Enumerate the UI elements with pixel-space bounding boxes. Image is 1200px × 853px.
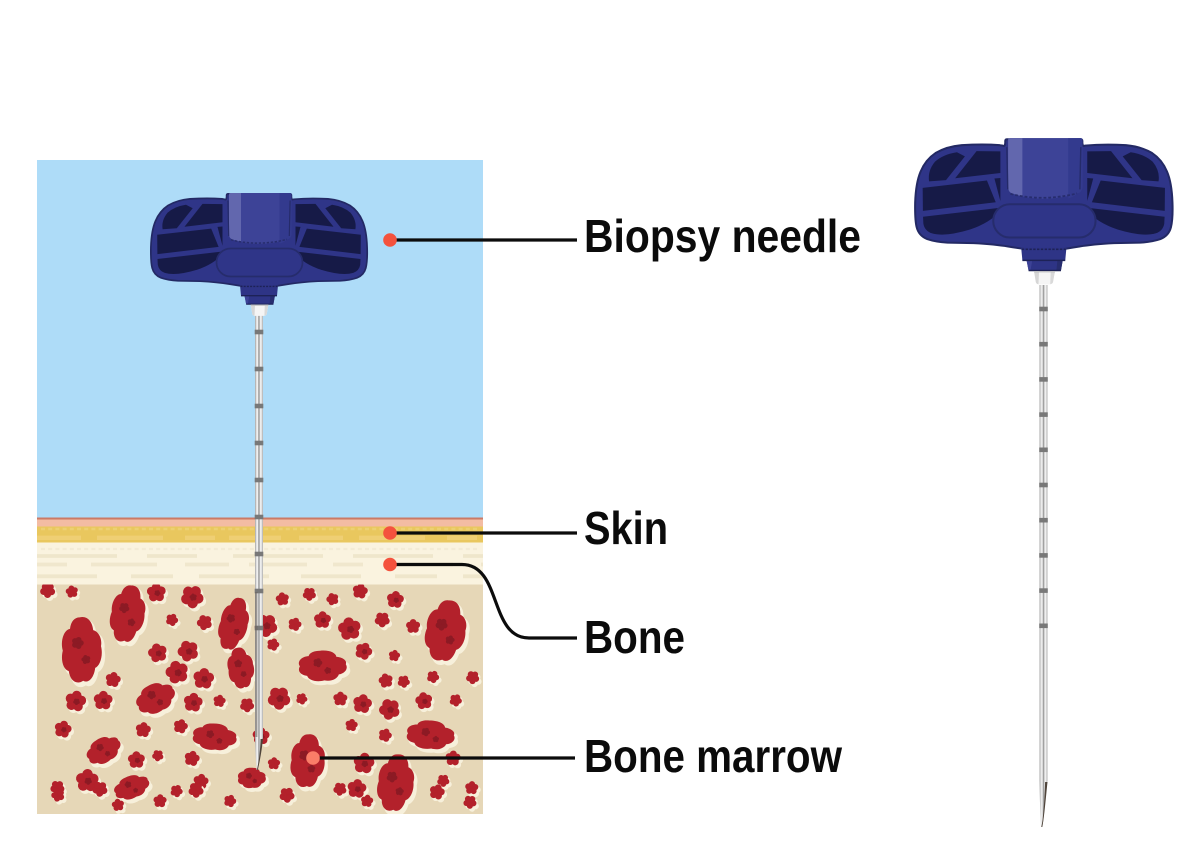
- svg-text:Biopsy needle: Biopsy needle: [584, 210, 861, 262]
- svg-text:Skin: Skin: [584, 502, 668, 554]
- svg-text:Bone: Bone: [584, 611, 685, 663]
- svg-text:Bone marrow: Bone marrow: [584, 730, 843, 782]
